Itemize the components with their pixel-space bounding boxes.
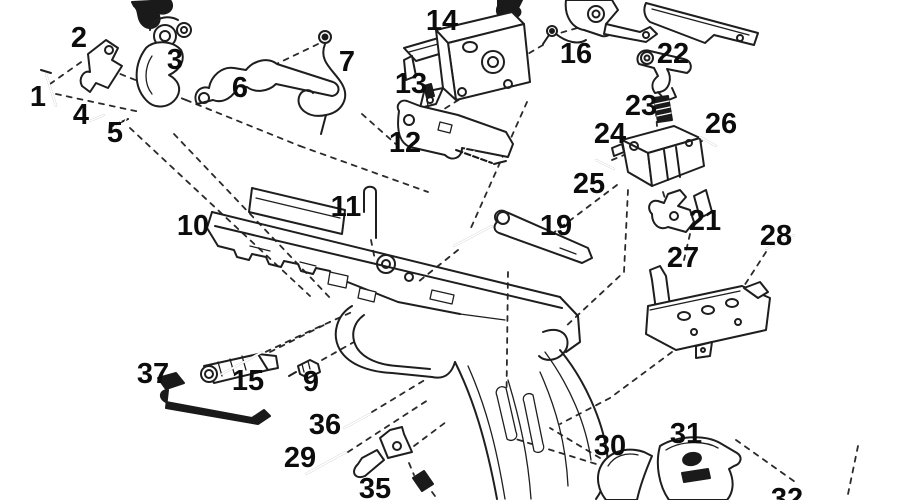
part-labels: 1 2 3 4 5 6 7 9 10 11 12 13 14 15 16 19 … (30, 5, 803, 500)
part-label-6: 6 (232, 72, 248, 104)
part-label-12: 12 (389, 127, 421, 159)
part-label-1: 1 (30, 81, 46, 113)
part-label-11: 11 (331, 191, 362, 223)
part-label-13: 13 (395, 68, 427, 100)
part-4-art (89, 114, 105, 122)
part-label-19: 19 (540, 210, 572, 242)
part-label-31: 31 (670, 418, 702, 450)
part-23-art (653, 95, 673, 123)
part-label-24: 24 (594, 118, 626, 150)
part-label-30: 30 (594, 430, 626, 462)
part-label-21: 21 (689, 205, 721, 237)
part-6-art (194, 59, 340, 105)
part-29-art (305, 451, 347, 475)
part-27-art (645, 265, 771, 359)
part-label-2: 2 (71, 22, 87, 54)
part-label-29: 29 (284, 442, 316, 474)
part-label-5: 5 (107, 117, 123, 149)
part-label-15: 15 (232, 365, 264, 397)
part-14-art (403, 11, 531, 109)
part-19-art (453, 209, 593, 264)
part-label-35: 35 (359, 473, 391, 500)
part-26-art (699, 136, 717, 147)
part-label-7: 7 (339, 46, 355, 78)
part-16-art (542, 25, 587, 45)
part-1-art (40, 69, 57, 107)
part-label-16: 16 (560, 38, 592, 70)
part-label-9: 9 (303, 366, 319, 398)
part-label-22: 22 (657, 38, 689, 70)
part-36-art (343, 413, 371, 429)
top-left-black-part-art (131, 0, 174, 30)
part-label-3: 3 (167, 44, 183, 76)
part-label-10: 10 (177, 210, 209, 242)
part-2-hole (104, 45, 114, 55)
part-label-27: 27 (667, 242, 699, 274)
part-label-26: 26 (705, 108, 737, 140)
part-label-37: 37 (137, 358, 169, 390)
part-7-art (297, 30, 347, 135)
part-label-36: 36 (309, 409, 341, 441)
part-37-art (157, 353, 279, 425)
part-label-28: 28 (760, 220, 792, 252)
part-15-art (221, 351, 263, 375)
part-12-art (396, 99, 514, 166)
part-label-4: 4 (73, 99, 89, 131)
part-22-art (636, 49, 692, 102)
part-30-art (597, 448, 653, 500)
part-label-14: 14 (426, 5, 458, 37)
part-35-art (353, 426, 434, 492)
parts-art (40, 0, 795, 500)
top-right-bar-art (643, 2, 759, 46)
part-25-art (595, 159, 615, 170)
part-11-art (363, 185, 377, 239)
part-label-23: 23 (625, 90, 657, 122)
part-9-art (288, 359, 321, 379)
part-13-art (423, 83, 435, 107)
part-31-art (656, 436, 742, 500)
part-5-art (109, 118, 129, 129)
part-28-art (765, 234, 795, 250)
part-3-art (135, 16, 192, 108)
part-21-art (648, 189, 713, 233)
part-label-25: 25 (573, 168, 605, 200)
part-label-32: 32 (771, 483, 803, 500)
top-right-lever-art (564, 0, 658, 43)
